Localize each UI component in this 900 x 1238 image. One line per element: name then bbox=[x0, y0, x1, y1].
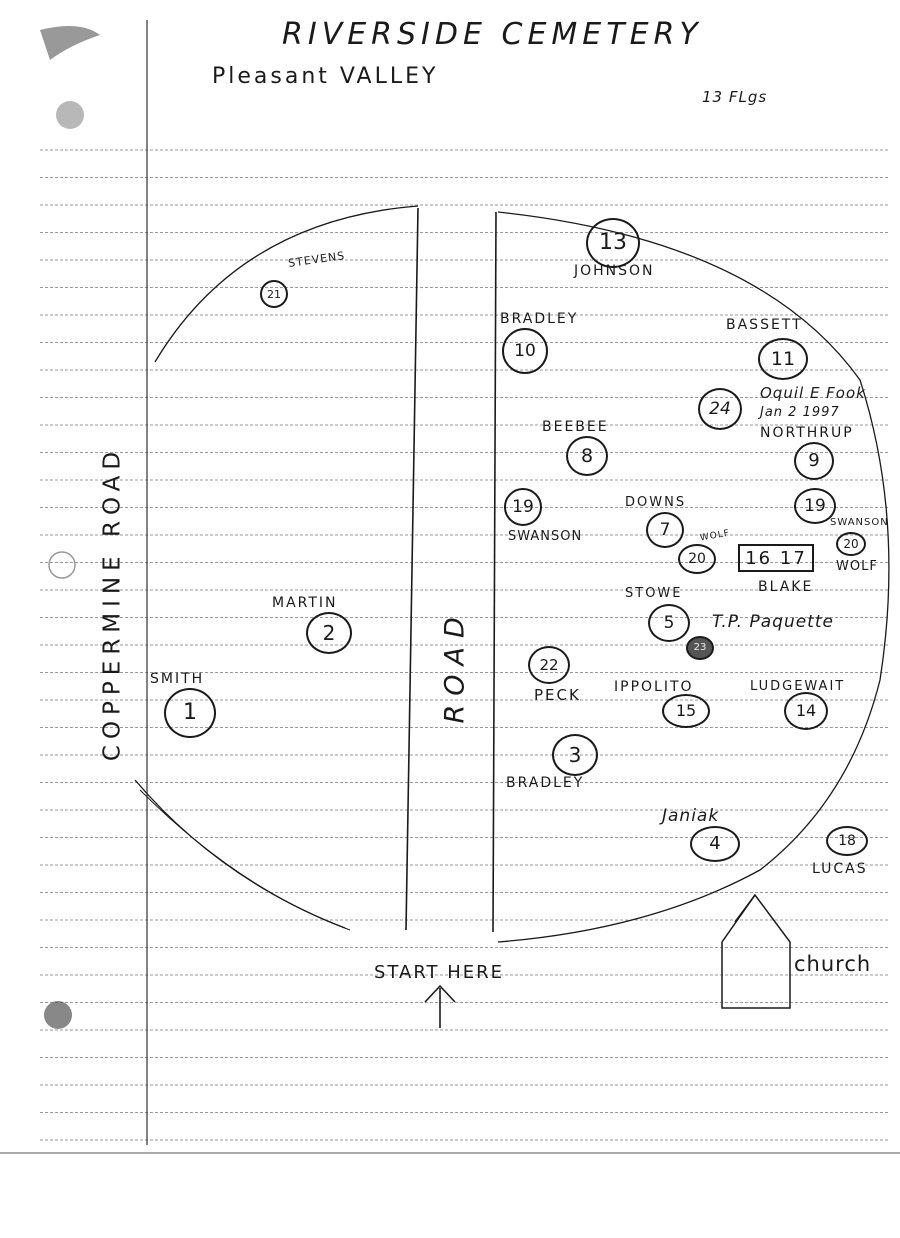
plot-name: JOHNSON bbox=[574, 263, 655, 279]
plot-marker: 18 bbox=[826, 826, 868, 856]
flags-note: 13 FLgs bbox=[702, 88, 768, 106]
plot-name: NORTHRUP bbox=[760, 425, 854, 441]
plot-name: SWANSON bbox=[830, 517, 889, 528]
plot-name: PECK bbox=[534, 686, 581, 704]
church-drawing bbox=[721, 893, 791, 1009]
cemetery-boundary bbox=[154, 205, 419, 363]
plot-name: BLAKE bbox=[758, 579, 814, 595]
plot-marker: 20 bbox=[678, 544, 716, 574]
binder-hole-bottom bbox=[44, 1001, 72, 1029]
plot-name: MARTIN bbox=[272, 595, 338, 611]
plot-name: BRADLEY bbox=[506, 775, 585, 791]
plot-marker: 15 bbox=[662, 694, 710, 728]
location-name: Pleasant VALLEY bbox=[212, 64, 439, 89]
plot-name: T.P. Paquette bbox=[712, 612, 834, 632]
cemetery-boundary-left-2 bbox=[139, 789, 351, 931]
start-here-label: START HERE bbox=[374, 962, 505, 983]
start-arrow-head bbox=[424, 984, 456, 1003]
cemetery-boundary-right bbox=[497, 211, 890, 943]
plot-name: LUDGEWAIT bbox=[750, 679, 846, 694]
plot-marker: 19 bbox=[504, 488, 542, 526]
corner-smudge bbox=[40, 26, 100, 60]
plot-marker: 1 bbox=[164, 688, 216, 738]
plot-marker: 7 bbox=[646, 512, 684, 548]
plot-name: Oquil E Fook bbox=[760, 384, 866, 402]
road-line-left bbox=[405, 207, 419, 931]
plot-marker: 9 bbox=[794, 442, 834, 480]
plot-marker: 8 bbox=[566, 436, 608, 476]
plot-note-date: Jan 2 1997 bbox=[760, 405, 840, 420]
plot-name: BRADLEY bbox=[500, 311, 579, 327]
plot-name: BEEBEE bbox=[542, 419, 609, 435]
plot-marker-double: 16 17 bbox=[738, 544, 814, 572]
plot-marker: 11 bbox=[758, 338, 808, 380]
plot-marker: 14 bbox=[784, 692, 828, 730]
plot-marker: 4 bbox=[690, 826, 740, 862]
plot-marker: 21 bbox=[260, 280, 288, 308]
plot-name: WOLF bbox=[836, 559, 878, 574]
cemetery-boundary-left bbox=[134, 779, 346, 929]
plot-marker: 23 bbox=[686, 636, 714, 660]
plot-name: IPPOLITO bbox=[614, 679, 694, 695]
plot-marker: 10 bbox=[502, 328, 548, 374]
binder-hole-middle bbox=[48, 551, 76, 579]
plot-marker: 20 bbox=[836, 532, 866, 556]
plot-marker: 5 bbox=[648, 604, 690, 642]
church-roof-line bbox=[734, 894, 756, 923]
binder-hole-top bbox=[56, 101, 84, 129]
coppermine-road-label: COPPERMINE ROAD bbox=[99, 445, 126, 762]
plot-name: BASSETT bbox=[726, 317, 803, 333]
plot-marker: 2 bbox=[306, 612, 352, 654]
plot-marker: 19 bbox=[794, 488, 836, 524]
road-line-right bbox=[492, 211, 497, 933]
cemetery-title: RIVERSIDE CEMETERY bbox=[282, 17, 703, 52]
plot-name: Janiak bbox=[662, 806, 720, 826]
plot-marker: 22 bbox=[528, 646, 570, 684]
plot-name: LUCAS bbox=[812, 861, 868, 877]
church-label: church bbox=[794, 952, 872, 976]
plot-marker: 13 bbox=[586, 218, 640, 268]
plot-name: DOWNS bbox=[625, 495, 687, 510]
plot-name: SMITH bbox=[150, 671, 205, 687]
plot-name: STOWE bbox=[625, 586, 683, 601]
plot-name: SWANSON bbox=[508, 529, 583, 544]
plot-marker: 3 bbox=[552, 734, 598, 776]
center-road-label: ROAD bbox=[439, 608, 471, 724]
plot-marker: 24 bbox=[698, 388, 742, 430]
